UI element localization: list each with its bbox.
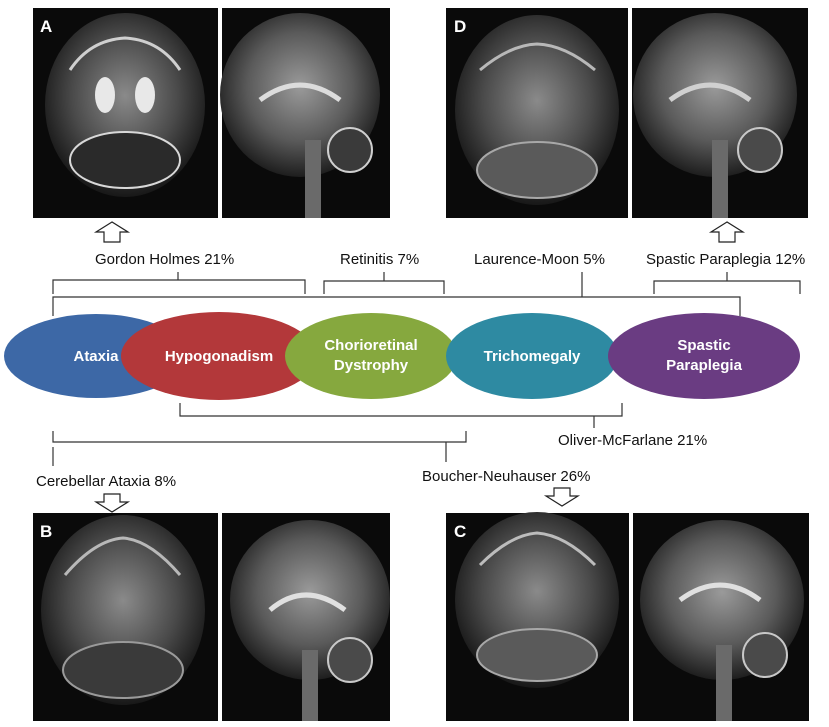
feature-label: Trichomegaly — [484, 348, 581, 365]
group-label-gordon-holmes: Gordon Holmes 21% — [95, 251, 234, 268]
panel-label-c: C — [454, 522, 466, 541]
cerebellum-shape — [62, 641, 184, 699]
corpus-callosum — [678, 582, 762, 603]
feature-label-line2: Paraplegia — [666, 357, 743, 374]
group-label-oliver-mcfarlane: Oliver-McFarlane 21% — [558, 432, 707, 449]
brainstem — [712, 140, 728, 218]
feature-ellipse — [285, 313, 457, 399]
mri-panel-b: B — [33, 513, 390, 721]
group-label-retinitis: Retinitis 7% — [340, 251, 419, 268]
arrow-up-to-panel-d — [708, 221, 746, 243]
bracket-spastic-paraplegia — [653, 272, 801, 294]
mri-panel-d: D — [446, 8, 808, 218]
cerebellum-shape — [69, 131, 181, 189]
cerebellum-shape — [476, 628, 598, 682]
bracket-laurence-moon — [52, 272, 741, 316]
brainstem — [305, 140, 321, 218]
bracket-boucher-neuhauser — [52, 431, 467, 462]
feature-label-line1: Spastic — [677, 337, 730, 354]
group-label-cerebellar-ataxia: Cerebellar Ataxia 8% — [36, 473, 176, 490]
group-label-spastic-paraplegia: Spastic Paraplegia 12% — [646, 251, 805, 268]
group-label-boucher-neuhauser: Boucher-Neuhauser 26% — [422, 468, 590, 485]
arrow-down-to-panel-b — [93, 493, 131, 513]
feature-label-line1: Chorioretinal — [324, 337, 417, 354]
feature-trichomegaly: Trichomegaly — [446, 313, 618, 399]
feature-label: Hypogonadism — [165, 348, 273, 365]
corpus-callosum — [258, 82, 342, 103]
feature-ellipse — [446, 313, 618, 399]
cortex-outline — [63, 536, 182, 576]
brainstem — [716, 645, 732, 721]
feature-ellipse — [121, 312, 317, 400]
cortex-outline — [479, 42, 596, 72]
feature-label-line2: Dystrophy — [334, 357, 409, 374]
cerebellum-sagittal — [742, 632, 788, 678]
cerebellum-sagittal — [737, 127, 783, 173]
corpus-callosum — [668, 82, 752, 103]
ventricle-left — [95, 77, 115, 113]
feature-ellipse — [608, 313, 800, 399]
bracket-gordon-holmes — [52, 272, 306, 294]
brainstem — [302, 650, 318, 721]
panel-label-d: D — [454, 17, 466, 36]
cerebellum-shape — [476, 141, 598, 199]
group-label-laurence-moon: Laurence-Moon 5% — [474, 251, 605, 268]
corpus-callosum — [268, 592, 347, 613]
feature-spastic-paraplegia: Spastic Paraplegia — [608, 313, 800, 399]
cortex-outline — [478, 531, 597, 567]
panel-label-a: A — [40, 17, 52, 36]
cortex-outline — [68, 36, 182, 71]
feature-hypogonadism: Hypogonadism — [121, 312, 317, 400]
arrow-up-to-panel-a — [93, 221, 131, 243]
cerebellum-sagittal — [327, 637, 373, 683]
mri-panel-a: A — [33, 8, 390, 218]
arrow-down-to-panel-c — [543, 487, 581, 507]
bracket-oliver-mcfarlane — [179, 403, 623, 428]
bracket-retinitis — [323, 272, 445, 294]
ventricle-right — [135, 77, 155, 113]
panel-label-b: B — [40, 522, 52, 541]
mri-panel-c: C — [446, 512, 809, 721]
feature-label: Ataxia — [73, 348, 119, 365]
cerebellum-sagittal — [327, 127, 373, 173]
feature-chorioretinal-dystrophy: Chorioretinal Dystrophy — [285, 313, 457, 399]
